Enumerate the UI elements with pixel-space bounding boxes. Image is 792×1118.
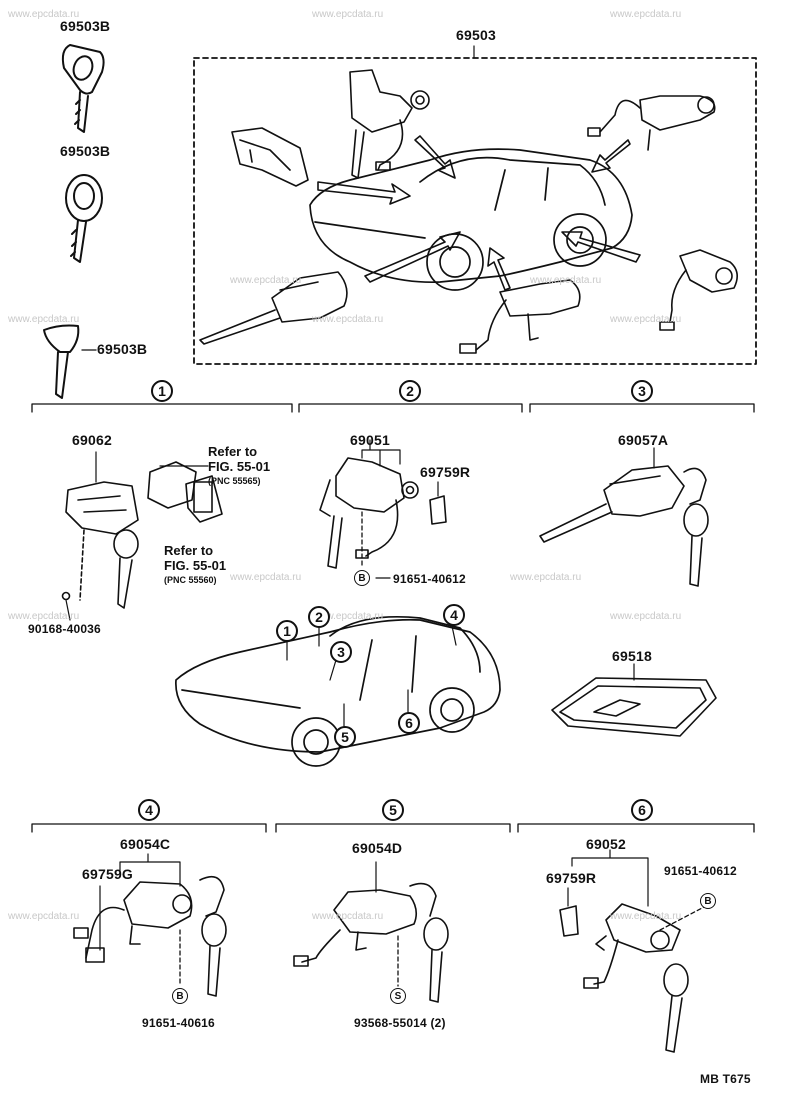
bolt-marker: B [354,570,370,586]
rear-door-lock-top [659,249,738,331]
door-lock-set-drawing [319,439,447,579]
reference-fig: FIG. 55-01 [164,558,227,573]
key-part-number: 69503B [60,18,111,34]
car-location-marker: 2 [308,606,330,628]
trunk-lock-set-drawing [73,853,227,997]
bolt-marker: B [172,988,188,1004]
bolt-marker: B [700,893,716,909]
watermark: www.epcdata.ru [8,9,80,20]
section-marker: 6 [631,799,653,821]
car-location-marker: 1 [276,620,298,642]
reference-pnc: (PNC 55565) [208,476,261,486]
watermark: www.epcdata.ru [530,275,602,286]
bolt-part-number: 91651-40612 [393,572,466,586]
watermark: www.epcdata.ru [312,611,384,622]
watermark: www.epcdata.ru [312,314,384,325]
ignition-part-number: 69057A [618,432,669,448]
watermark: www.epcdata.ru [230,572,302,583]
section-marker: 4 [138,799,160,821]
key-drawing-2 [65,174,103,263]
watermark: www.epcdata.ru [510,572,582,583]
door-lock-front-top [459,279,581,354]
reference-pnc: (PNC 55560) [164,575,217,585]
middle-car-drawing [175,615,501,767]
diagram-code: MB T675 [700,1072,751,1086]
section-marker: 1 [151,380,173,402]
watermark: www.epcdata.ru [312,911,384,922]
car-marker-lines [286,625,457,727]
watermark: www.epcdata.ru [8,911,80,922]
watermark: www.epcdata.ru [610,314,682,325]
hood-lock-part-number: 69062 [72,432,112,448]
reference-note: Refer to FIG. 55-01 (PNC 55565) [208,444,270,489]
trunk-lock-part-number: 69054C [120,836,171,852]
door-lock-cylinder-top [349,69,430,179]
rear-door-lock-part-number: 69054D [352,840,403,856]
set-part-number: 69503 [456,27,496,43]
plate-part-number: 69518 [612,648,652,664]
hood-lock-drawing [61,451,139,621]
ignition-lock-top [199,271,348,345]
watermark: www.epcdata.ru [610,9,682,20]
car-location-marker: 3 [330,641,352,663]
door-lock-assembly-top [231,127,309,187]
screw-marker: S [390,988,406,1004]
car-location-marker: 4 [443,604,465,626]
car-location-marker: 6 [398,712,420,734]
key-drawing-3 [43,324,97,399]
section-dividers [31,403,755,833]
bolt-part-number: 91651-40616 [142,1016,215,1030]
door-lock-part-number: 69051 [350,432,390,448]
section-marker: 3 [631,380,653,402]
top-car-drawing [309,148,633,291]
front-door-lock-part-number: 69052 [586,836,626,852]
key-drawing-1 [61,44,105,133]
watermark: www.epcdata.ru [8,314,80,325]
section-marker: 2 [399,380,421,402]
screw-part-number: 93568-55014 (2) [354,1016,446,1030]
sub-part-number: 69759G [82,866,134,882]
bolt-part-number: 91651-40612 [664,864,737,878]
key-plate-drawing [551,663,717,737]
key-part-number: 69503B [60,143,111,159]
sub-part-number: 69759R [546,870,597,886]
reference-line: Refer to [164,543,214,558]
pointer-arrows [317,135,641,291]
trunk-lock-top [587,95,716,151]
car-location-marker: 5 [334,726,356,748]
watermark: www.epcdata.ru [312,9,384,20]
watermark: www.epcdata.ru [230,275,302,286]
front-door-lock-drawing [559,849,707,1053]
set-boundary-box [193,57,757,365]
screw-part-number: 90168-40036 [28,622,101,636]
hood-latch-drawing [147,461,223,523]
reference-line: Refer to [208,444,258,459]
reference-fig: FIG. 55-01 [208,459,271,474]
sub-part-number: 69759R [420,464,471,480]
watermark: www.epcdata.ru [610,611,682,622]
reference-note: Refer to FIG. 55-01 (PNC 55560) [164,543,226,588]
watermark: www.epcdata.ru [610,911,682,922]
rear-door-lock-drawing [293,861,449,1003]
watermark: www.epcdata.ru [8,611,80,622]
ignition-switch-drawing [539,447,709,587]
key-part-number: 69503B [97,341,148,357]
section-marker: 5 [382,799,404,821]
